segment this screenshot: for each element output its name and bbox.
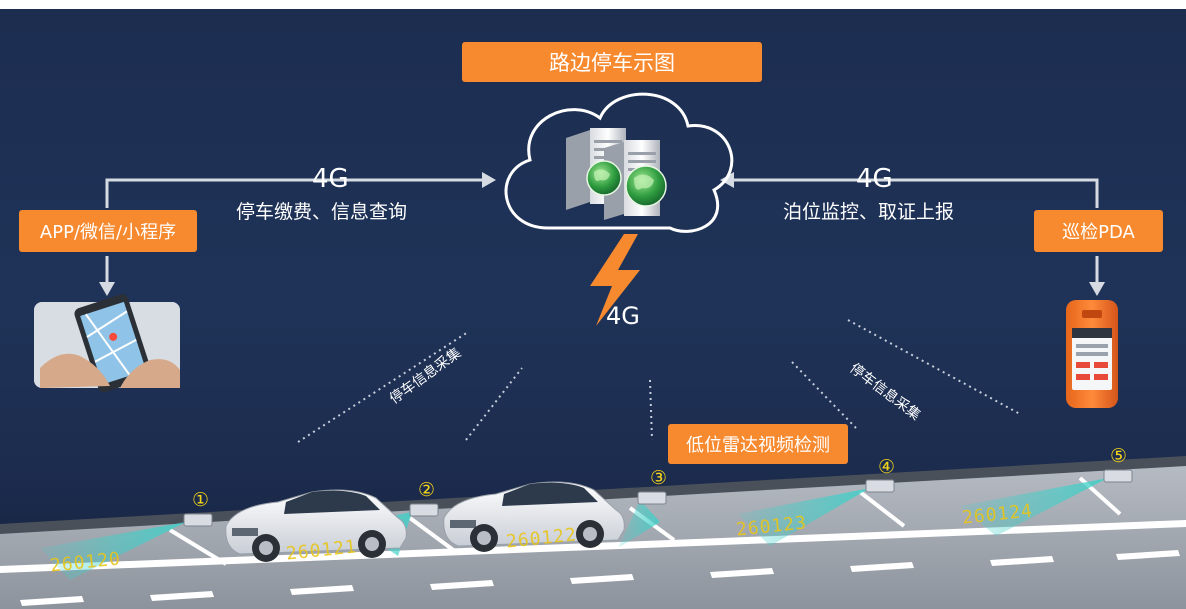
diagram-title: 路边停车示图 (462, 42, 762, 82)
arrow-down-icon (1089, 282, 1105, 296)
connector-left (105, 178, 484, 284)
car-icon (443, 481, 625, 552)
car-icon (225, 489, 407, 562)
network-label-right: 4G (856, 164, 893, 194)
signal-links (297, 319, 1021, 443)
arrow-down-icon (99, 282, 115, 296)
network-label-left: 4G (312, 164, 349, 194)
cloud-icon (504, 92, 734, 233)
connector-right (734, 178, 1099, 284)
client-app-label: APP/微信/小程序 (19, 210, 197, 252)
spot-number: ③ (650, 467, 668, 489)
phone-map-icon (34, 294, 180, 393)
lightning-icon (590, 234, 640, 326)
spot-number: ① (192, 489, 210, 511)
spot-number: ⑤ (1110, 445, 1128, 467)
uplink-network-label: 4G (606, 302, 640, 330)
globe-icon (586, 160, 622, 196)
radar-detector-label: 低位雷达视频检测 (668, 424, 848, 464)
pda-device-icon (1066, 300, 1118, 408)
arrow-right-icon (482, 172, 496, 188)
function-label-right: 泊位监控、取证上报 (783, 201, 955, 223)
spot-number: ④ (878, 456, 896, 478)
inspection-pda-label: 巡检PDA (1034, 210, 1163, 252)
radar-detector-icon (183, 469, 1133, 527)
function-label-left: 停车缴费、信息查询 (236, 201, 408, 223)
globe-icon (625, 165, 667, 207)
spot-number: ② (418, 479, 436, 501)
